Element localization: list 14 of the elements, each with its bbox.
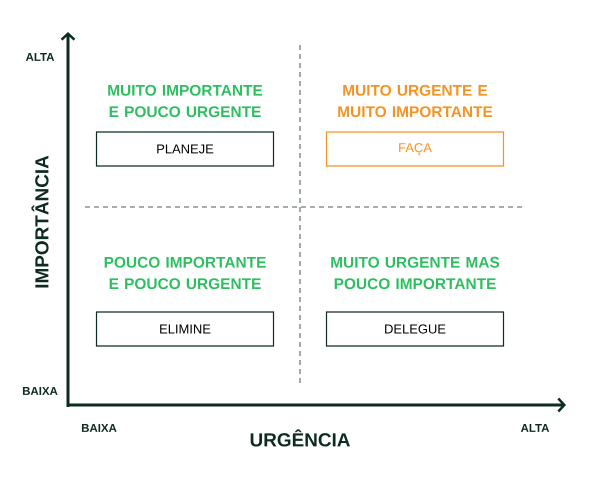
axis-label: BAIXA <box>82 424 117 432</box>
axis-label: BAIXA <box>22 387 58 395</box>
axis-label: ALTA <box>26 53 54 61</box>
quadrant-heading: POUCO IMPORTANTE E POUCO URGENTE <box>104 256 266 290</box>
quadrant-heading: MUITO URGENTE E MUITO IMPORTANTE <box>338 84 492 118</box>
axis-title: URGÊNCIA <box>250 429 350 447</box>
action-box: DELEGUE <box>326 311 504 347</box>
axis-label: ALTA <box>520 424 550 432</box>
action-box: FAÇA <box>326 131 504 167</box>
quadrant-heading: MUITO URGENTE MAS POUCO IMPORTANTE <box>331 256 500 290</box>
action-box: ELIMINE <box>96 311 274 347</box>
action-box: PLANEJE <box>96 131 274 167</box>
axis-title: IMPORTÂNCIA <box>31 156 49 288</box>
quadrant-heading: MUITO IMPORTANTE E POUCO URGENTE <box>108 84 262 118</box>
